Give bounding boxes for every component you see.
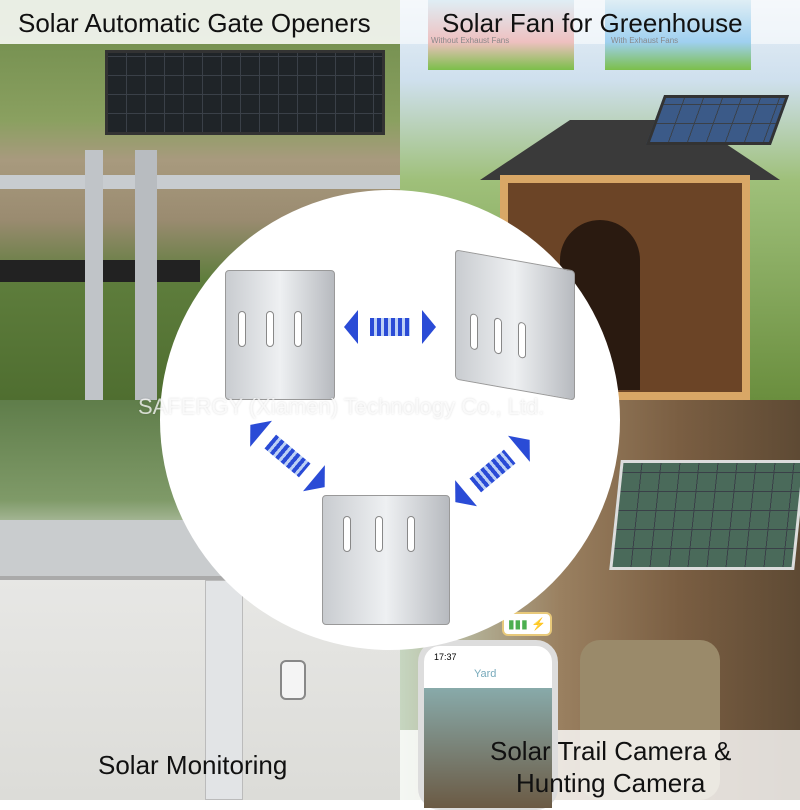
gate-rail (0, 175, 400, 189)
with-fans-panel: With Exhaust Fans (605, 0, 751, 70)
solar-panel (105, 50, 385, 135)
quadrant-title: Solar Monitoring (98, 750, 288, 780)
battery-icon: ▮▮▮ ⚡ (502, 612, 552, 636)
gate-post (135, 150, 157, 400)
phone-app: 17:37 Yard (418, 640, 558, 810)
gate-post (85, 150, 103, 400)
bracket-flat (225, 270, 335, 400)
bracket-angled (455, 249, 575, 401)
solar-panel (609, 460, 800, 570)
solar-panel (645, 95, 790, 145)
quadrant-title: Solar Trail Camera &Hunting Camera (490, 736, 732, 798)
watermark: SAFERGY (Xiamen) Technology Co., Ltd. (138, 394, 545, 419)
quadrant-title: Solar Automatic Gate Openers (18, 8, 371, 38)
downspout (205, 580, 243, 800)
quadrant-title: Solar Fan for Greenhouse (442, 8, 743, 38)
bracket-l-shape (322, 495, 450, 625)
security-camera (280, 660, 306, 700)
camera-feed (424, 688, 552, 808)
without-fans-panel: Without Exhaust Fans (428, 0, 574, 70)
double-arrow-icon (344, 310, 436, 344)
